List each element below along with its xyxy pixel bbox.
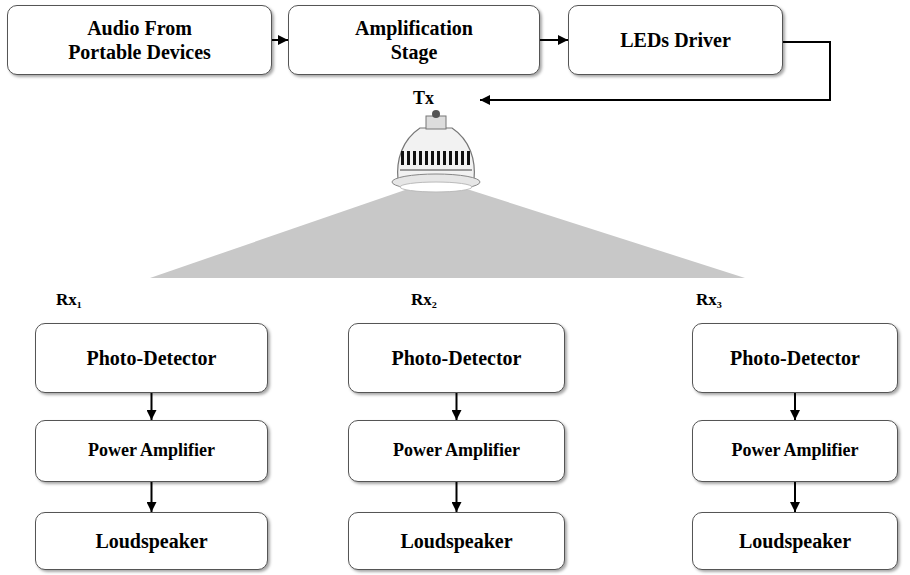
node-label: LEDs Driver xyxy=(620,28,731,52)
node-body: Loudspeaker xyxy=(95,529,207,553)
node-heading: Tx xyxy=(413,88,434,109)
receiver-box: Rx₃Photo-Detector xyxy=(692,323,898,393)
node-label: Loudspeaker xyxy=(739,529,851,553)
signal-arrow xyxy=(540,39,568,41)
lamp-vents xyxy=(401,151,471,165)
node-label: Power Amplifier xyxy=(731,440,858,462)
node-heading: Rx₂ xyxy=(411,290,437,310)
node-label: Photo-Detector xyxy=(392,346,522,370)
node-label: Photo-Detector xyxy=(730,346,860,370)
signal-arrow xyxy=(151,482,153,512)
node-body: Loudspeaker xyxy=(739,529,851,553)
lamp-knob xyxy=(432,110,440,118)
receiver-box: Rx₂Photo-Detector xyxy=(348,323,565,393)
output-box: Loudspeaker xyxy=(35,512,268,570)
source-box: Audio From Portable Devices xyxy=(7,5,272,75)
node-body: Power Amplifier xyxy=(731,440,858,462)
node-body: Audio From Portable Devices xyxy=(55,16,225,64)
signal-arrow xyxy=(794,393,796,420)
node-heading: Rx₃ xyxy=(696,290,722,310)
lamp-body xyxy=(398,128,475,180)
node-body: Photo-Detector xyxy=(87,346,217,370)
process-box: Power Amplifier xyxy=(348,420,565,482)
node-body: Photo-Detector xyxy=(392,346,522,370)
output-box: Loudspeaker xyxy=(348,512,565,570)
node-label: Audio From Portable Devices xyxy=(55,16,225,64)
node-label: Loudspeaker xyxy=(95,529,207,553)
node-label: Power Amplifier xyxy=(88,440,215,462)
light-cone xyxy=(150,190,745,278)
node-label: Photo-Detector xyxy=(87,346,217,370)
lamp-illustration xyxy=(392,110,480,192)
output-box: Loudspeaker xyxy=(692,512,898,570)
node-heading: Rx₁ xyxy=(56,290,82,310)
node-label: Power Amplifier xyxy=(393,440,520,462)
signal-arrow xyxy=(794,482,796,512)
receiver-box: Rx₁Photo-Detector xyxy=(35,323,268,393)
signal-arrow xyxy=(456,393,458,420)
node-label: Loudspeaker xyxy=(400,529,512,553)
node-body: Photo-Detector xyxy=(730,346,860,370)
signal-arrow xyxy=(456,482,458,512)
node-body: Power Amplifier xyxy=(88,440,215,462)
transmitter-lamp: Tx xyxy=(385,86,480,196)
node-body: Loudspeaker xyxy=(400,529,512,553)
node-body: LEDs Driver xyxy=(620,28,731,52)
node-body: Amplification Stage xyxy=(339,16,489,64)
signal-arrow xyxy=(151,393,153,420)
lamp-diffuser xyxy=(400,182,472,192)
process-box: Power Amplifier xyxy=(35,420,268,482)
node-body: Power Amplifier xyxy=(393,440,520,462)
process-box: Amplification Stage xyxy=(288,5,540,75)
process-box: Power Amplifier xyxy=(692,420,898,482)
signal-arrow xyxy=(272,39,288,41)
node-label: Amplification Stage xyxy=(339,16,489,64)
process-box: LEDs Driver xyxy=(568,5,783,75)
lamp-band xyxy=(400,169,472,171)
